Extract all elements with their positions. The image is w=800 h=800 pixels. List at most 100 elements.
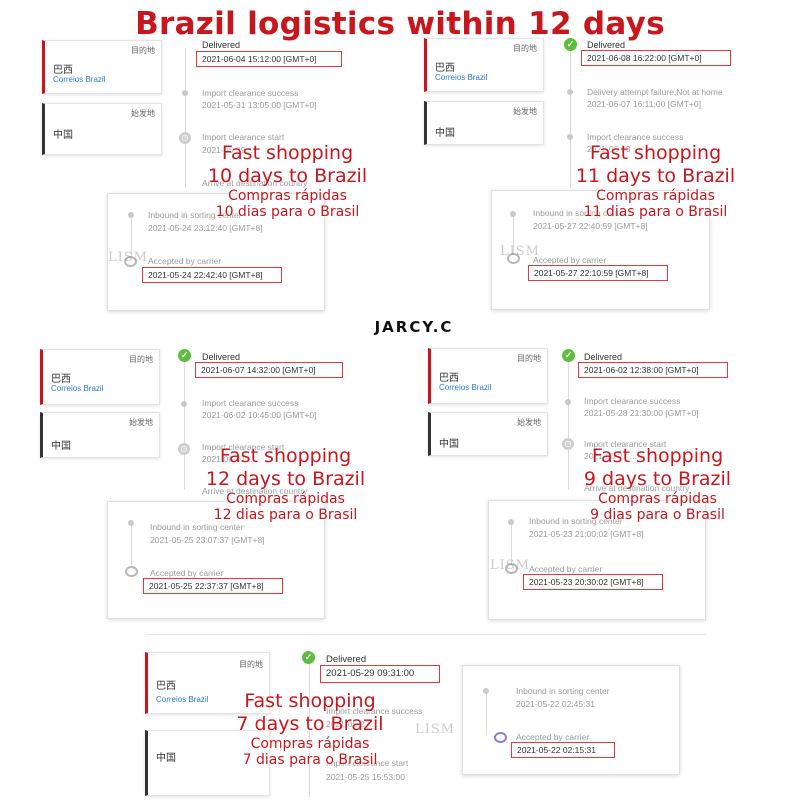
- import-start-timestamp: 2021-05-29 ...: [202, 145, 255, 155]
- timeline-dot: [128, 212, 134, 218]
- tracking-panel-11-days: 目的地 巴西 Correios Brazil 始发地 中国 ✓ Delivere…: [400, 0, 800, 310]
- delivered-timestamp: 2021-06-02 12:38:00 [GMT+0]: [578, 362, 728, 378]
- clock-icon: ◷: [562, 438, 574, 450]
- destination-card[interactable]: 目的地 巴西 Correios Brazil: [42, 40, 162, 94]
- origin-events-popup: Inbound in sorting center 2021-05-24 23:…: [107, 193, 325, 311]
- event-import-success: Import clearance success: [326, 706, 423, 716]
- promo-text: Fast shopping 9 days to Brazil Compras r…: [550, 447, 765, 523]
- destination-tag: 目的地: [239, 660, 263, 669]
- origin-events-popup: Inbound in sorting center 2021-05-27 22:…: [491, 190, 710, 310]
- origin-country: 中国: [439, 439, 459, 450]
- promo-line-1: Fast shopping: [221, 142, 354, 164]
- event-inbound: Inbound in sorting center: [516, 686, 610, 696]
- promo-line-3: Compras rápidas: [250, 736, 370, 752]
- destination-tag: 目的地: [131, 46, 155, 55]
- origin-tag: 始发地: [129, 418, 153, 427]
- origin-country: 中国: [51, 441, 71, 452]
- accepted-timestamp: 2021-05-27 22:10:59 [GMT+8]: [528, 265, 668, 281]
- timeline-dot: [510, 211, 516, 217]
- origin-card[interactable]: 始发地 中国: [42, 103, 162, 155]
- tracking-panel-9-days: 目的地 巴西 Correios Brazil 始发地 中国 ✓ Delivere…: [400, 340, 800, 640]
- promo-line-2: 12 days to Brazil: [205, 468, 366, 490]
- destination-card[interactable]: 目的地 巴西 Correios Brazil: [40, 349, 160, 405]
- inbound-timestamp: 2021-05-22 02:45:31: [516, 699, 595, 709]
- destination-country: 巴西: [53, 65, 73, 76]
- watermark: LISM: [415, 722, 455, 737]
- carrier-ring-icon: [494, 732, 507, 743]
- popup-line: [486, 690, 487, 735]
- destination-tag: 目的地: [517, 354, 541, 363]
- inbound-timestamp: 2021-05-25 23:07:37 [GMT+8]: [150, 535, 265, 545]
- popup-line: [513, 213, 514, 258]
- event-inbound: Inbound in sorting center: [529, 516, 623, 526]
- promo-line-3: Compras rápidas: [226, 491, 345, 507]
- destination-card[interactable]: 目的地 巴西 Correios Brazil: [145, 652, 270, 714]
- origin-card[interactable]: 中国: [145, 730, 270, 796]
- timeline-dot: [182, 90, 188, 96]
- carrier-link[interactable]: Correios Brazil: [53, 75, 106, 84]
- import-success-timestamp: 2021-06-02 10:45:00 [GMT+0]: [202, 410, 317, 420]
- event-inbound: Inbound in sorting center: [150, 522, 244, 532]
- import-success-timestamp: 2021-05-28 21:30:00 [GMT+0]: [584, 408, 699, 418]
- accepted-timestamp: 2021-05-24 22:42:40 [GMT+8]: [142, 267, 282, 283]
- delivered-check-icon: ✓: [302, 651, 315, 664]
- destination-country: 巴西: [439, 373, 459, 384]
- origin-card[interactable]: 始发地 中国: [40, 412, 160, 458]
- carrier-link[interactable]: Correios Brazil: [51, 384, 104, 393]
- timeline-dot: [508, 519, 514, 525]
- timeline-line: [185, 48, 186, 188]
- destination-card[interactable]: 目的地 巴西 Correios Brazil: [424, 38, 544, 92]
- promo-line-3: Compras rápidas: [228, 188, 347, 204]
- delivered-timestamp: 2021-06-04 15:12:00 [GMT+0]: [196, 51, 342, 67]
- delivery-failure-timestamp: 2021-06-07 16:11:00 [GMT+0]: [587, 99, 701, 109]
- event-accepted: Accepted by carrier: [516, 732, 590, 742]
- event-arrive: Arrive at destination country: [202, 486, 308, 496]
- delivered-timestamp: 2021-06-08 16:22:00 [GMT+0]: [581, 50, 731, 66]
- carrier-ring-icon: [125, 566, 138, 577]
- carrier-link[interactable]: Correios Brazil: [439, 383, 492, 392]
- import-start-timestamp: 2021-05-27 ...: [584, 451, 637, 461]
- promo-text: Fast shopping 12 days to Brazil Compras …: [178, 445, 393, 523]
- timeline-dot: [128, 520, 134, 526]
- import-start-timestamp: 2021-06-01 ...: [202, 454, 255, 464]
- event-arrive: Arrive at destination country: [584, 483, 690, 493]
- event-delivered: Delivered: [587, 40, 626, 50]
- origin-card[interactable]: 始发地 中国: [428, 412, 548, 456]
- event-accepted: Accepted by carrier: [150, 568, 224, 578]
- accepted-timestamp: 2021-05-22 02:15:31: [511, 742, 615, 758]
- popup-line: [511, 521, 512, 566]
- promo-line-3: Compras rápidas: [596, 188, 715, 204]
- event-delivery-failure: Delivery attempt failure,Not at home: [587, 87, 723, 97]
- destination-card[interactable]: 目的地 巴西 Correios Brazil: [428, 348, 548, 404]
- carrier-link[interactable]: Correios Brazil: [156, 695, 209, 704]
- event-delivered: Delivered: [326, 654, 367, 665]
- import-success-timestamp: 2021-05-27 ...: [326, 719, 379, 729]
- promo-line-2: 7 days to Brazil: [236, 713, 384, 735]
- promo-text: Fast shopping 10 days to Brazil Compras …: [180, 142, 395, 220]
- event-accepted: Accepted by carrier: [533, 255, 607, 265]
- origin-events-popup: Inbound in sorting center 2021-05-22 02:…: [462, 665, 680, 775]
- popup-line: [131, 212, 132, 257]
- timeline-dot: [567, 89, 573, 95]
- event-accepted: Accepted by carrier: [148, 256, 222, 266]
- destination-country: 巴西: [51, 374, 71, 385]
- watermark: LISM: [500, 244, 540, 259]
- carrier-ring-icon: [507, 253, 520, 264]
- event-delivered: Delivered: [202, 40, 241, 50]
- destination-tag: 目的地: [129, 355, 153, 364]
- promo-line-2: 9 days to Brazil: [583, 468, 732, 490]
- carrier-link[interactable]: Correios Brazil: [435, 73, 488, 82]
- origin-events-popup: Inbound in sorting center 2021-05-25 23:…: [107, 501, 325, 619]
- promo-line-4: 10 dias para o Brasil: [215, 204, 360, 220]
- clock-icon: ◷: [179, 132, 191, 144]
- origin-card[interactable]: 始发地 中国: [424, 101, 544, 145]
- promo-line-2: 10 days to Brazil: [207, 165, 368, 187]
- popup-line: [131, 522, 132, 567]
- event-delivered: Delivered: [584, 352, 623, 362]
- delivered-check-icon: ✓: [178, 349, 191, 362]
- promo-line-1: Fast shopping: [219, 445, 352, 467]
- origin-tag: 始发地: [513, 107, 537, 116]
- promo-line-4: 7 dias para o Brasil: [242, 752, 378, 768]
- accepted-timestamp: 2021-05-23 20:30:02 [GMT+8]: [523, 574, 663, 590]
- destination-country: 巴西: [435, 63, 455, 74]
